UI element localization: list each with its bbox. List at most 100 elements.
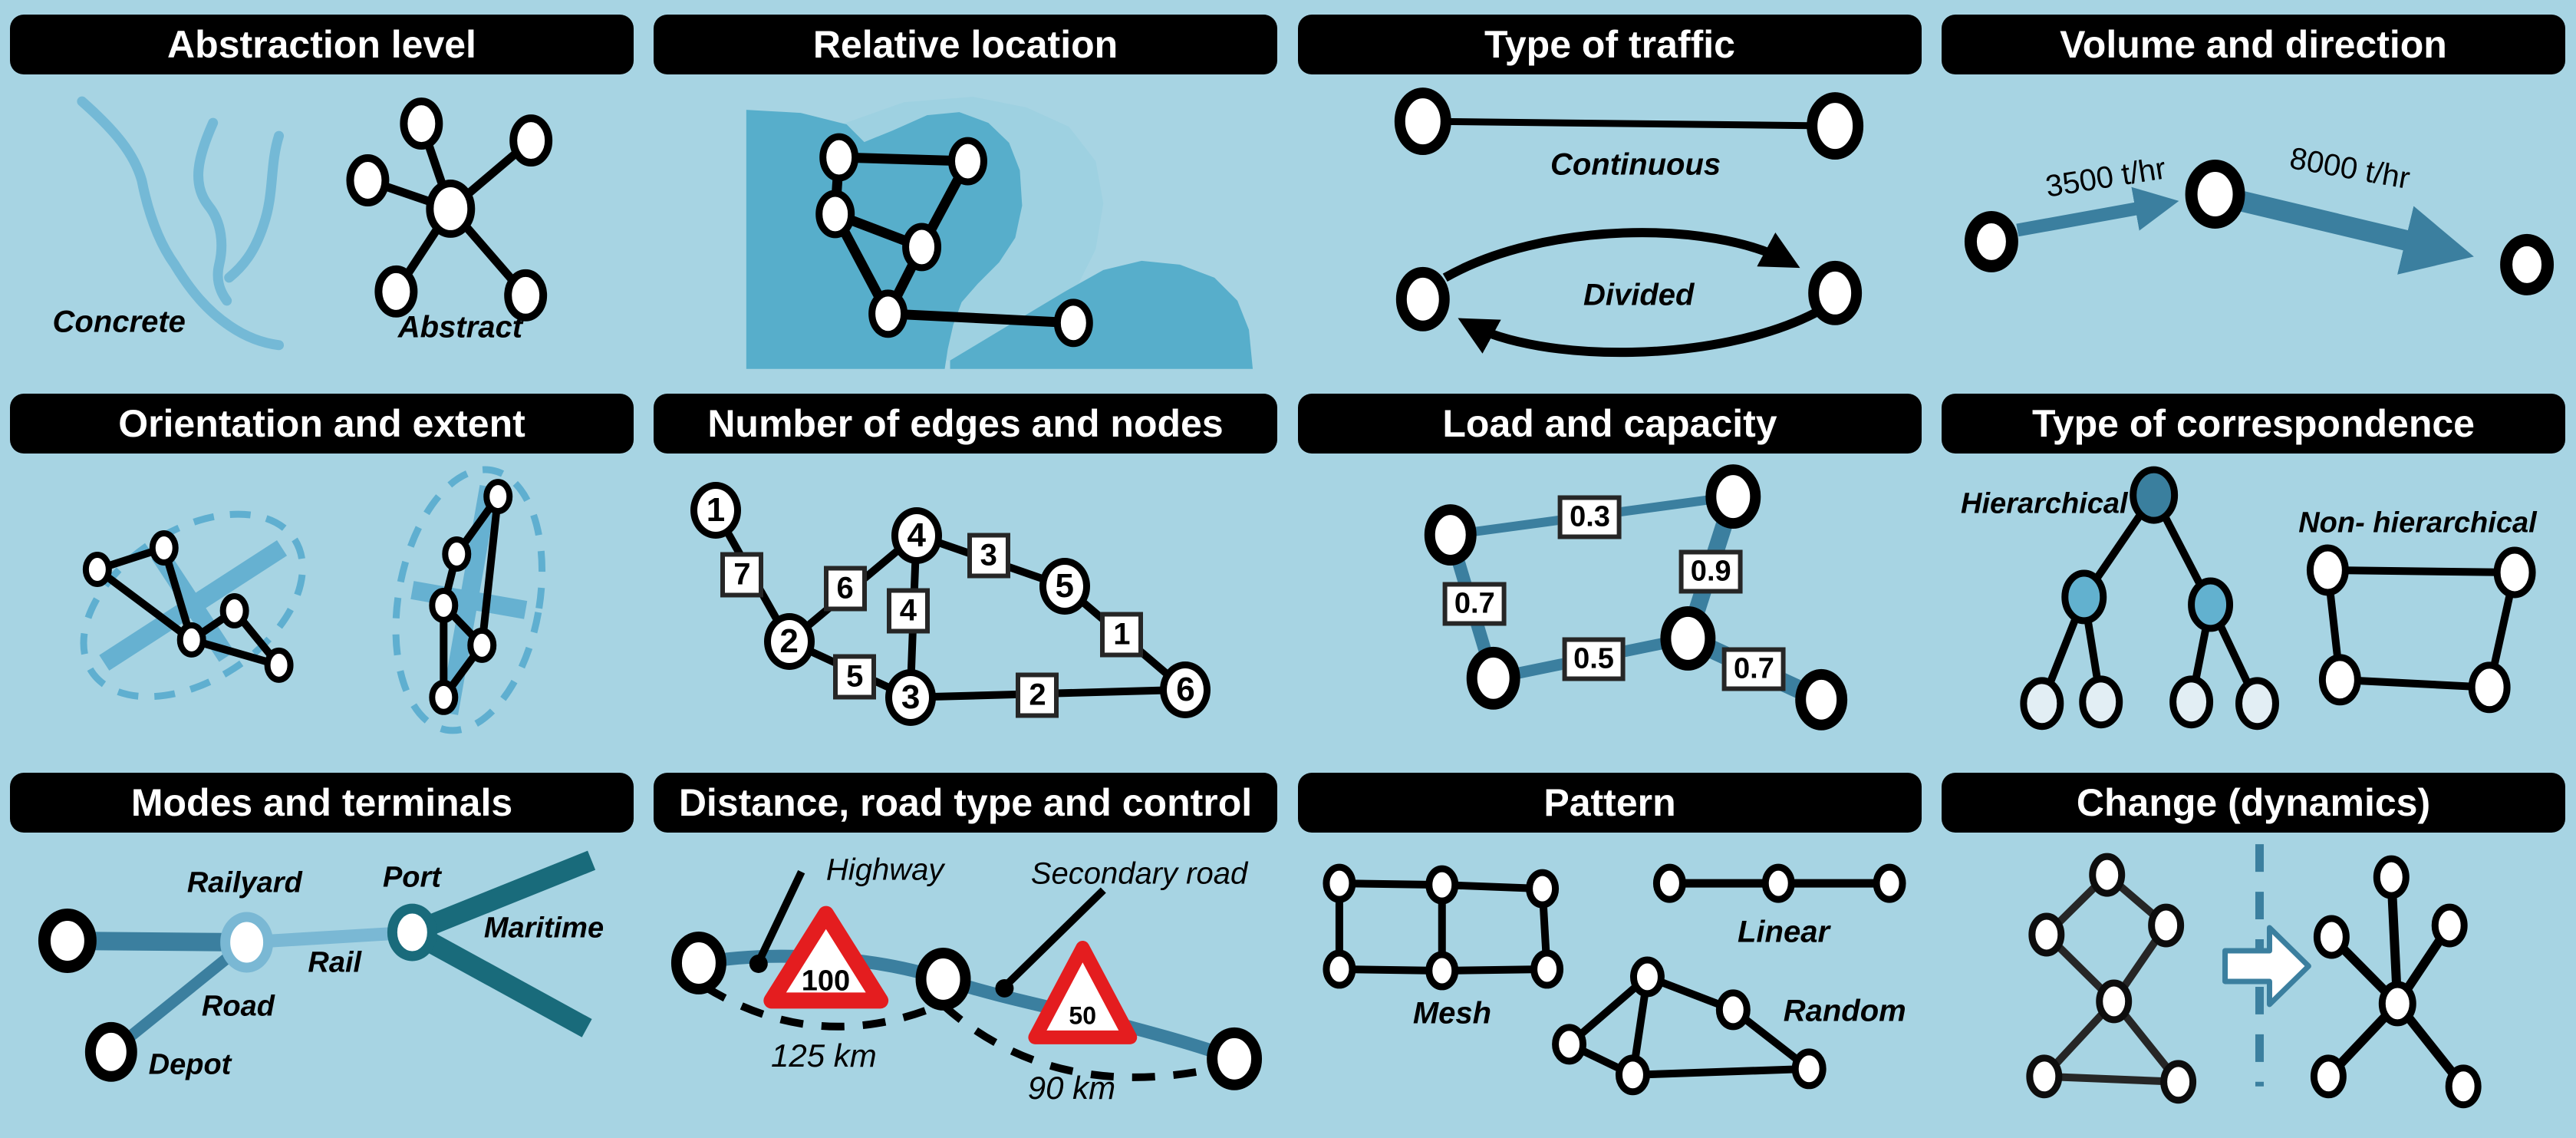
non-hierarchical-label: Non- hierarchical xyxy=(2298,506,2537,539)
road-label: Road xyxy=(201,990,275,1023)
hierarchical-tree-icon xyxy=(2020,466,2279,731)
node-5: 5 xyxy=(1039,558,1090,615)
panel-title: Type of traffic xyxy=(1484,22,1735,66)
panel-title-bar: Modes and terminals xyxy=(10,772,634,833)
non-hierarchical-network-icon xyxy=(2306,544,2536,714)
node-2: 2 xyxy=(763,612,815,670)
random-network-icon xyxy=(1552,956,1827,1096)
mesh-label: Mesh xyxy=(1412,996,1492,1031)
flow-nodes-icon xyxy=(1964,160,2555,295)
panel-title: Number of edges and nodes xyxy=(707,401,1224,445)
panel-title-bar: Type of correspondence xyxy=(1942,393,2565,454)
panel-title-bar: Orientation and extent xyxy=(10,393,634,454)
panel-volume-and-direction: Volume and direction 3500 t/hr 8000 t/hr xyxy=(1932,0,2575,379)
panel-title-bar: Abstraction level xyxy=(10,14,634,74)
panel-title-bar: Load and capacity xyxy=(1298,393,1922,454)
concrete-river-icon xyxy=(77,96,285,351)
modes-graphic xyxy=(38,850,596,1082)
linear-network-icon xyxy=(1652,863,1906,903)
panel-title-bar: Relative location xyxy=(654,14,1277,74)
rail-label: Rail xyxy=(308,946,362,979)
mesh-network-icon xyxy=(1323,863,1564,991)
edge-weight-3-6: 2 xyxy=(1016,672,1059,717)
panel-title-bar: Distance, road type and control xyxy=(654,772,1277,833)
traffic-graphic xyxy=(1394,87,1864,358)
abstraction-graphic xyxy=(77,96,553,351)
panel-title-bar: Volume and direction xyxy=(1942,14,2565,74)
panel-pattern: Pattern xyxy=(1288,758,1932,1137)
panel-title: Pattern xyxy=(1543,780,1676,824)
edge-weight-1-2: 7 xyxy=(720,552,764,598)
speed-sign-50-icon xyxy=(1028,941,1138,1044)
panel-number-of-edges-and-nodes: Number of edges and nodes 1 2 3 4 5 6 7 … xyxy=(644,379,1287,758)
orientation-graphic xyxy=(80,466,546,734)
speed-limit-50: 50 xyxy=(1069,1001,1096,1030)
panel-type-of-traffic: Type of traffic Continuous Divided xyxy=(1288,0,1932,379)
secondary-road-label: Secondary road xyxy=(1030,856,1248,891)
edge-weight-5-6: 1 xyxy=(1100,612,1144,658)
panel-title-bar: Pattern xyxy=(1298,772,1922,833)
change-graphic xyxy=(2026,844,2482,1109)
volume-graphic xyxy=(1964,160,2555,295)
node-1: 1 xyxy=(690,482,741,539)
continuous-label: Continuous xyxy=(1550,147,1721,182)
panel-orientation-and-extent: Orientation and extent xyxy=(0,379,644,758)
panel-title: Distance, road type and control xyxy=(678,780,1253,824)
linear-label: Linear xyxy=(1737,915,1830,949)
random-label: Random xyxy=(1783,994,1906,1028)
panel-title: Volume and direction xyxy=(2060,22,2447,66)
abstract-star-network-icon xyxy=(346,97,553,322)
distance-dashed-arcs-icon xyxy=(703,983,1232,1081)
pattern-graphic xyxy=(1323,863,1906,1096)
panel-title-bar: Type of traffic xyxy=(1298,14,1922,74)
panel-title-bar: Number of edges and nodes xyxy=(654,393,1277,454)
correspondence-graphic xyxy=(2020,466,2536,731)
depot-label: Depot xyxy=(148,1048,232,1081)
panel-title-bar: Change (dynamics) xyxy=(1942,772,2565,833)
abstract-label: Abstract xyxy=(397,310,523,345)
port-label: Port xyxy=(382,861,441,894)
node-6: 6 xyxy=(1160,661,1211,719)
transition-arrow-icon xyxy=(2222,925,2311,1008)
panel-title: Type of correspondence xyxy=(2032,401,2475,445)
concrete-label: Concrete xyxy=(52,305,186,339)
load-nodes xyxy=(1424,464,1848,731)
node-4: 4 xyxy=(891,506,942,564)
load-value-left: 0.7 xyxy=(1442,582,1507,626)
panel-title: Load and capacity xyxy=(1442,401,1777,445)
panel-distance-road-type-control: Distance, road type and control Highway xyxy=(644,758,1287,1137)
map-landmass-icon xyxy=(746,97,1253,369)
panel-load-and-capacity: Load and capacity 0.3 0.7 0.9 0.5 0.7 xyxy=(1288,379,1932,758)
vertical-extent-ellipse-icon xyxy=(392,466,546,734)
load-network-graphic xyxy=(1424,464,1848,731)
load-value-bottom-right: 0.7 xyxy=(1722,647,1786,691)
distance-125km-label: 125 km xyxy=(771,1037,877,1074)
distance-90km-label: 90 km xyxy=(1027,1069,1116,1106)
map-network-icon xyxy=(815,133,1093,348)
relative-location-graphic xyxy=(746,97,1253,369)
node-3: 3 xyxy=(885,668,937,726)
speed-limit-100: 100 xyxy=(801,965,851,998)
label-pointer-lines xyxy=(749,869,1106,998)
network-after-icon xyxy=(2310,855,2482,1109)
terminal-nodes-icon xyxy=(38,903,437,1082)
panel-title: Change (dynamics) xyxy=(2076,780,2431,824)
hierarchical-label: Hierarchical xyxy=(1961,487,2128,520)
panel-title: Relative location xyxy=(812,22,1118,66)
panel-modes-and-terminals: Modes and terminals Railyard Port Rail R… xyxy=(0,758,644,1137)
panel-abstraction-level: Abstraction level xyxy=(0,0,644,379)
load-value-bottom: 0.5 xyxy=(1562,637,1626,681)
distance-graphic xyxy=(670,869,1263,1090)
maritime-label: Maritime xyxy=(483,912,604,945)
load-value-right: 0.9 xyxy=(1678,549,1743,594)
load-value-top: 0.3 xyxy=(1558,495,1622,539)
edge-weight-2-4: 6 xyxy=(823,566,867,612)
panel-relative-location: Relative location xyxy=(644,0,1287,379)
railyard-label: Railyard xyxy=(186,866,302,899)
panel-title: Orientation and extent xyxy=(118,401,525,445)
edge-weight-4-5: 3 xyxy=(967,533,1010,579)
divided-link-icon xyxy=(1395,228,1863,358)
edge-weight-3-4: 4 xyxy=(886,588,930,634)
continuous-link-icon xyxy=(1394,87,1864,160)
panel-type-of-correspondence: Type of correspondence xyxy=(1932,379,2575,758)
